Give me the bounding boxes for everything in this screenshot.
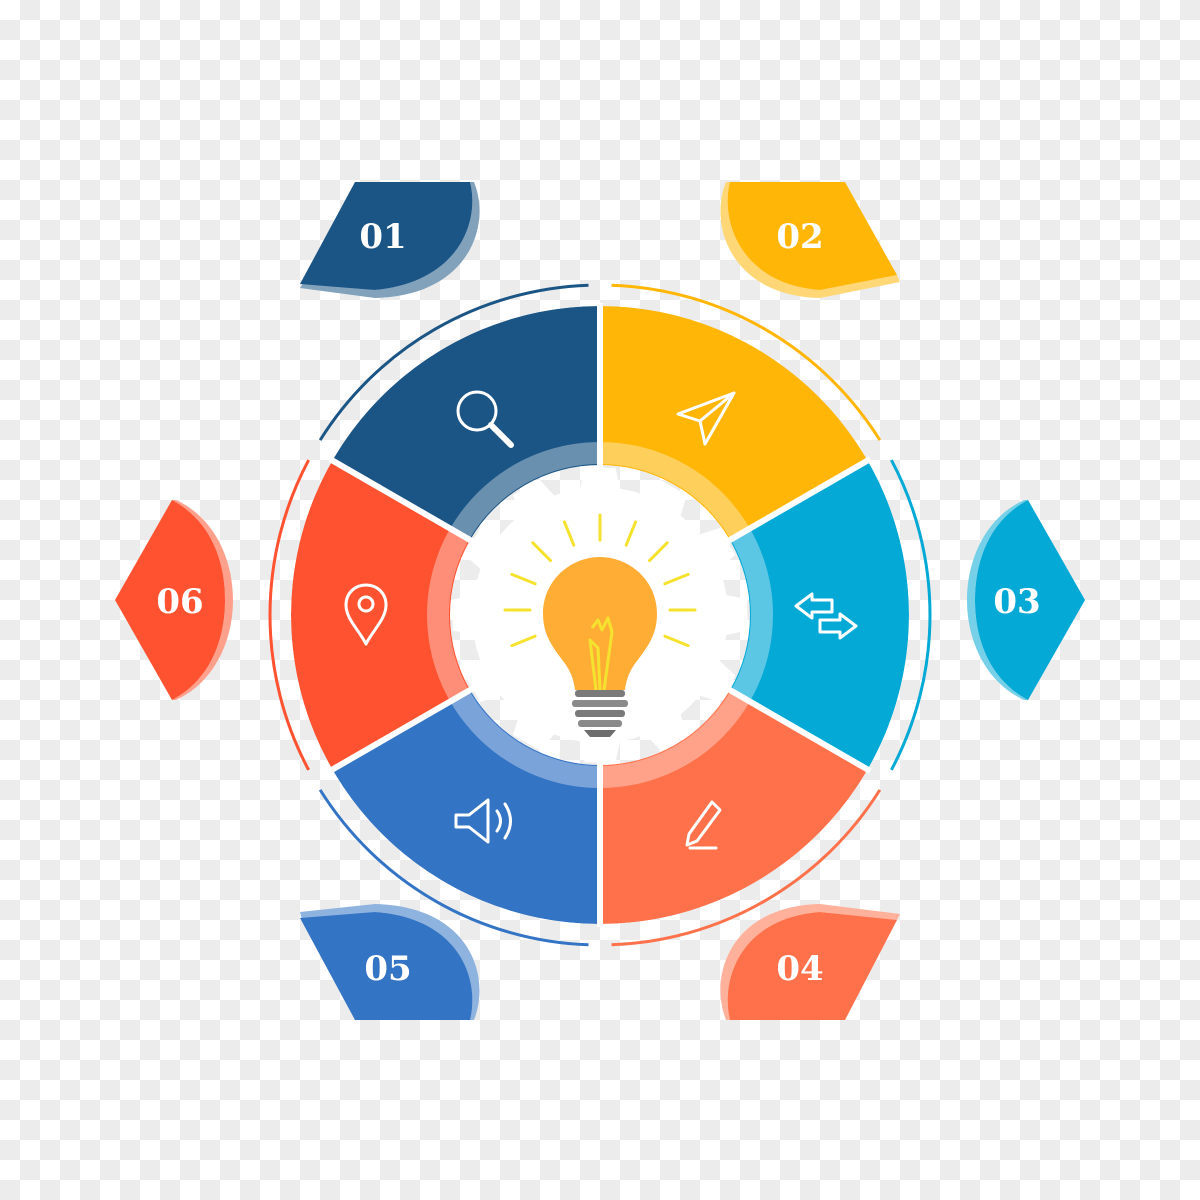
tab-02-body bbox=[727, 182, 897, 290]
bulb-base-ring bbox=[578, 720, 622, 727]
segment-06 bbox=[291, 460, 471, 770]
search-icon bbox=[456, 390, 514, 448]
tab-03-label: 03 bbox=[993, 582, 1040, 622]
bulb-tip bbox=[584, 730, 616, 737]
light-bulb-icon bbox=[503, 513, 697, 737]
tab-06-body bbox=[115, 500, 225, 700]
bulb-rays bbox=[503, 513, 697, 648]
step-tab-03: 03 bbox=[967, 500, 1085, 700]
location-pin-icon bbox=[344, 583, 388, 646]
step-tab-06: 06 bbox=[115, 500, 233, 700]
ray-line bbox=[510, 572, 537, 586]
outer-arc-02 bbox=[611, 283, 882, 441]
outer-arc-03 bbox=[890, 459, 932, 771]
ray-line bbox=[647, 541, 669, 563]
separator-line bbox=[328, 456, 481, 548]
ray-line bbox=[531, 541, 553, 563]
outer-arc-04 bbox=[611, 789, 882, 947]
ray-line bbox=[663, 572, 690, 586]
tab-04-label: 04 bbox=[776, 949, 823, 989]
outer-arc-06 bbox=[268, 459, 310, 771]
ray-line bbox=[562, 520, 576, 547]
ray-line bbox=[663, 634, 690, 648]
outer-arc-05 bbox=[318, 789, 589, 947]
send-arrow-icon bbox=[676, 391, 736, 446]
tab-01-rim bbox=[300, 182, 480, 298]
tab-06-rim bbox=[172, 500, 233, 700]
tab-05-label: 05 bbox=[364, 949, 411, 989]
segment-05 bbox=[332, 690, 600, 924]
tab-04-body bbox=[727, 912, 897, 1020]
ring-segments bbox=[291, 306, 909, 924]
step-tab-02: 02 bbox=[720, 182, 900, 298]
segment-02 bbox=[600, 306, 868, 540]
tab-06-label: 06 bbox=[156, 582, 203, 622]
segment-icons bbox=[344, 390, 858, 850]
tab-03-rim bbox=[967, 500, 1028, 700]
step-tabs: 01 02 03 04 05 06 bbox=[115, 182, 1085, 1020]
bulb-base-ring bbox=[575, 710, 625, 717]
separator-line bbox=[719, 682, 872, 774]
tab-05-body bbox=[300, 912, 473, 1020]
segment-03 bbox=[729, 460, 909, 770]
step-tab-05: 05 bbox=[300, 904, 480, 1020]
outer-arc-01 bbox=[318, 283, 589, 441]
segment-04 bbox=[600, 690, 868, 924]
step-tab-01: 01 bbox=[300, 182, 480, 298]
bulb-base-ring bbox=[575, 690, 625, 697]
tab-04-rim bbox=[720, 904, 900, 1020]
ray-line bbox=[510, 634, 537, 648]
pencil-icon bbox=[685, 800, 722, 850]
tab-01-label: 01 bbox=[359, 217, 406, 257]
bulb-base-ring bbox=[572, 700, 628, 707]
tab-02-label: 02 bbox=[776, 217, 823, 257]
ray-line bbox=[624, 520, 638, 547]
separator-line bbox=[719, 456, 872, 548]
swap-arrows-icon bbox=[794, 592, 858, 640]
tab-03-body bbox=[975, 500, 1085, 700]
bulb-filament bbox=[588, 616, 614, 691]
segment-separators bbox=[328, 303, 872, 927]
outer-ring bbox=[268, 283, 932, 947]
segment-01 bbox=[332, 306, 600, 540]
speaker-icon bbox=[454, 798, 512, 844]
tab-01-body bbox=[300, 182, 473, 290]
tab-05-rim bbox=[300, 904, 480, 1020]
inner-band bbox=[427, 442, 773, 788]
separator-line bbox=[328, 682, 481, 774]
step-tab-04: 04 bbox=[720, 904, 900, 1020]
